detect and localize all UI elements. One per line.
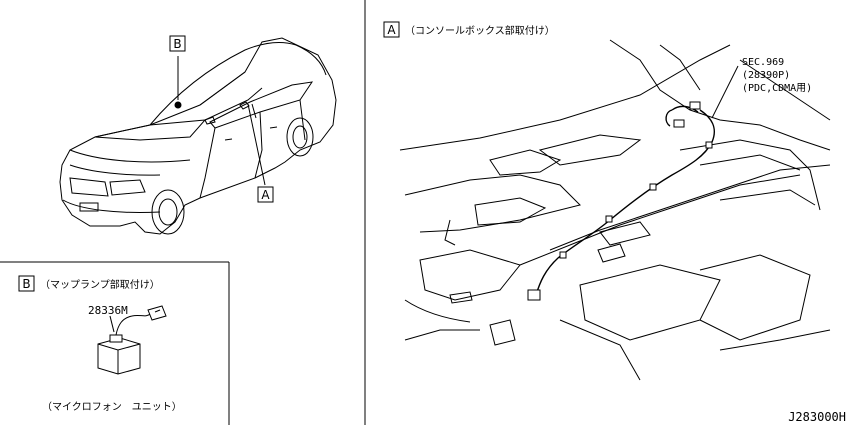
map-lamp-view: B （マップランプ部取付け） 28336M （マイクロフォン ユニット） <box>18 275 182 413</box>
section-ref-line-1: SEC.969 <box>742 57 784 68</box>
microphone-unit-illustration <box>97 305 167 375</box>
callout-a-label: A <box>261 188 270 202</box>
panel-dividers <box>0 0 366 425</box>
section-ref-line-3: (PDC,CDMA用) <box>742 83 812 94</box>
callout-b-label: B <box>173 37 181 51</box>
floor-pan-illustration <box>399 39 831 381</box>
section-ref-line-2: (28390P) <box>742 70 790 81</box>
console-box-view: A （コンソールボックス部取付け） <box>383 21 831 381</box>
part-number-28336m: 28336M <box>88 304 128 317</box>
drawing-number: J283000H <box>788 410 846 424</box>
section-ref-leader <box>711 65 739 119</box>
map-lamp-title: （マップランプ部取付け） <box>40 278 160 291</box>
microphone-unit-caption: （マイクロフォン ユニット） <box>42 401 182 413</box>
map-lamp-marker: B <box>22 277 30 291</box>
callout-b-car: B <box>169 35 186 52</box>
harness-clips <box>527 101 713 301</box>
car-overview-illustration <box>59 37 337 235</box>
console-box-marker: A <box>387 23 396 37</box>
callout-a-car: A <box>257 186 274 203</box>
harness-cable <box>535 105 716 296</box>
console-box-title: （コンソールボックス部取付け） <box>405 24 555 37</box>
